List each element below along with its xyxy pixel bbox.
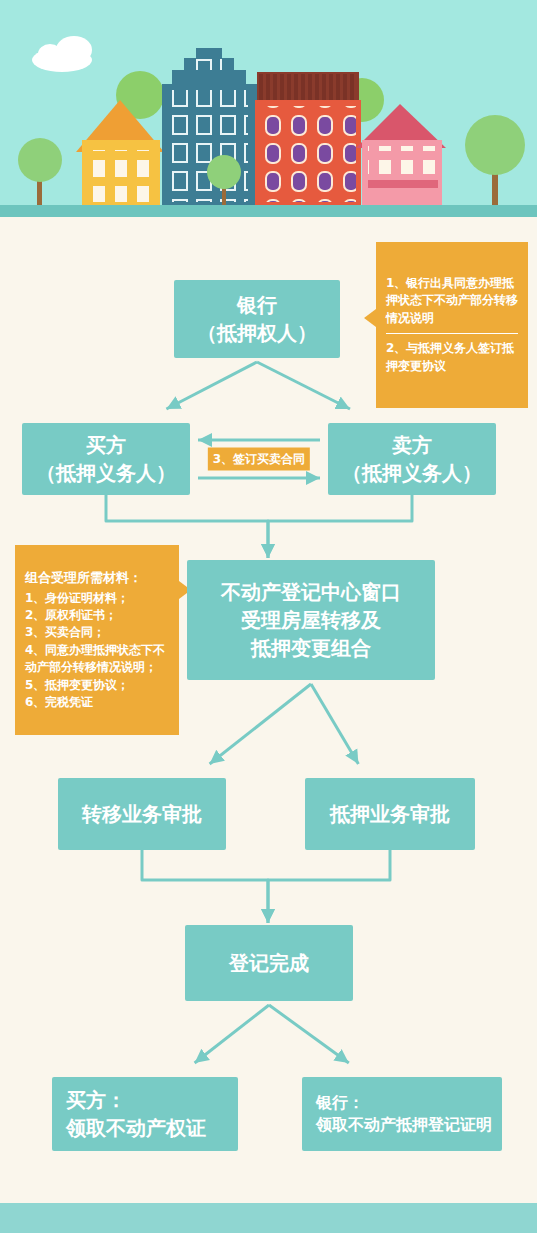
process-box: 卖方 （抵押义务人）	[328, 423, 496, 495]
box-label: 银行：	[316, 1092, 364, 1114]
flow-arrow	[311, 684, 358, 764]
callout-text: 1、银行出具同意办理抵押状态下不动产部分转移情况说明	[386, 275, 518, 327]
process-box: 不动产登记中心窗口 受理房屋转移及 抵押变更组合	[187, 560, 435, 680]
box-label: 银行 （抵押权人）	[182, 291, 332, 347]
process-box: 银行：领取不动产抵押登记证明	[302, 1077, 502, 1151]
callout-text: 1、身份证明材料；	[25, 590, 169, 607]
flow-arrow	[198, 477, 320, 480]
box-label: 转移业务审批	[82, 800, 202, 828]
flow-arrow	[198, 439, 320, 442]
flow-arrow	[142, 850, 268, 923]
box-label: 抵押业务审批	[330, 800, 450, 828]
flow-arrow	[257, 362, 350, 409]
callout-text: 2、与抵押义务人签订抵押变更协议	[386, 333, 518, 375]
process-box: 转移业务审批	[58, 778, 226, 850]
flow-arrow	[195, 1005, 269, 1063]
box-label: 不动产登记中心窗口 受理房屋转移及 抵押变更组合	[195, 578, 427, 662]
callout-text: 3、买卖合同；	[25, 624, 169, 641]
footer-bar	[0, 1203, 537, 1233]
callout-pointer	[364, 309, 376, 327]
edge-label: 3、签订买卖合同	[208, 448, 310, 471]
box-label: 领取不动产抵押登记证明	[316, 1114, 492, 1136]
callout-text: 5、抵押变更协议；	[25, 677, 169, 694]
callout-heading: 组合受理所需材料：	[25, 569, 169, 588]
process-box: 登记完成	[185, 925, 353, 1001]
flow-arrow	[269, 1005, 349, 1063]
flow-arrow	[268, 495, 412, 558]
callout-text: 6、完税凭证	[25, 694, 169, 711]
flow-arrow	[268, 850, 390, 923]
process-box: 抵押业务审批	[305, 778, 475, 850]
callout-box: 组合受理所需材料： 1、身份证明材料；2、原权利证书；3、买卖合同；4、同意办理抵…	[15, 545, 179, 735]
box-label: 领取不动产权证	[66, 1114, 206, 1142]
box-label: 买方：	[66, 1086, 126, 1114]
process-box: 买方：领取不动产权证	[52, 1077, 238, 1151]
box-label: 登记完成	[229, 949, 309, 977]
flow-arrow	[210, 684, 311, 764]
box-label: 卖方 （抵押义务人）	[336, 431, 488, 487]
houses-illustration	[0, 0, 537, 218]
process-box: 买方 （抵押义务人）	[22, 423, 190, 495]
process-box: 银行 （抵押权人）	[174, 280, 340, 358]
box-label: 买方 （抵押义务人）	[30, 431, 182, 487]
callout-box: 1、银行出具同意办理抵押状态下不动产部分转移情况说明 2、与抵押义务人签订抵押变更…	[376, 242, 528, 408]
flow-arrow	[166, 362, 257, 409]
callout-text: 2、原权利证书；	[25, 607, 169, 624]
callout-text: 4、同意办理抵押状态下不动产部分转移情况说明；	[25, 642, 169, 677]
